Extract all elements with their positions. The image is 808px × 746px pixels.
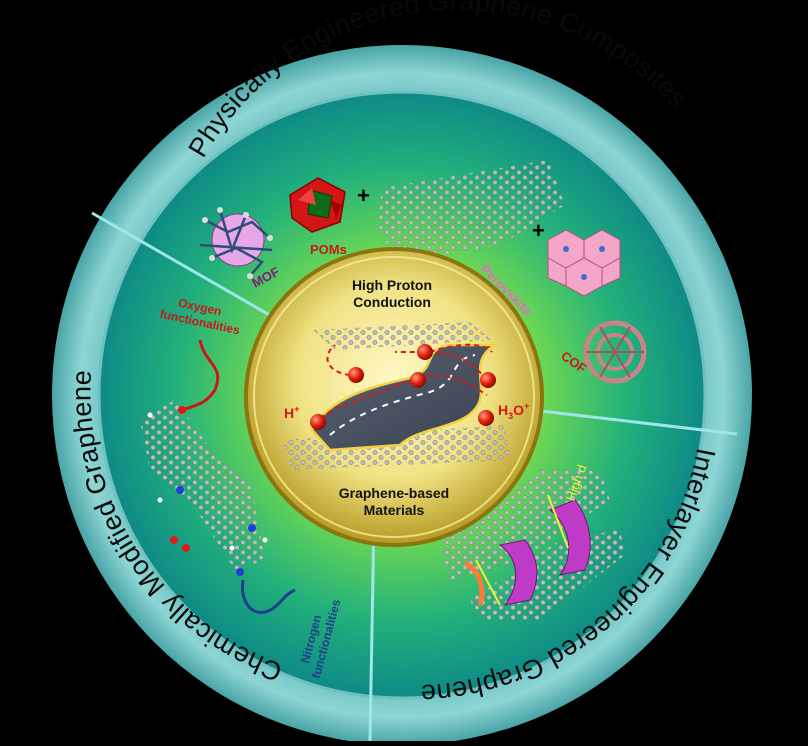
core-title-2: Conduction	[353, 294, 431, 310]
plus-sign-1: +	[357, 183, 370, 208]
divider-right	[531, 408, 738, 436]
cof-structure	[583, 320, 647, 384]
plus-sign-2: +	[532, 218, 545, 243]
core-subtitle-1: Graphene-based	[339, 485, 449, 501]
label-hydronium: H3O+	[498, 401, 529, 421]
core-title-1: High Proton	[352, 277, 432, 293]
nitrogen-tether	[240, 579, 296, 614]
label-proton: H+	[284, 404, 299, 421]
core-subtitle-2: Materials	[364, 502, 425, 518]
poms-structure	[289, 177, 346, 233]
proton-spheres	[310, 344, 496, 430]
mof-structure	[199, 207, 273, 279]
modified-graphene-molecule	[140, 400, 268, 576]
oxygen-tether	[182, 339, 220, 412]
divider-bottom	[368, 517, 376, 742]
interlayer-graphene-stack	[440, 470, 625, 620]
divider-left	[91, 211, 274, 319]
proton-path	[319, 343, 493, 419]
label-poms: POMs	[310, 242, 347, 257]
graphene-sheet	[378, 160, 565, 262]
core-graphene-top	[313, 322, 492, 350]
perovskite-structure	[547, 229, 621, 297]
